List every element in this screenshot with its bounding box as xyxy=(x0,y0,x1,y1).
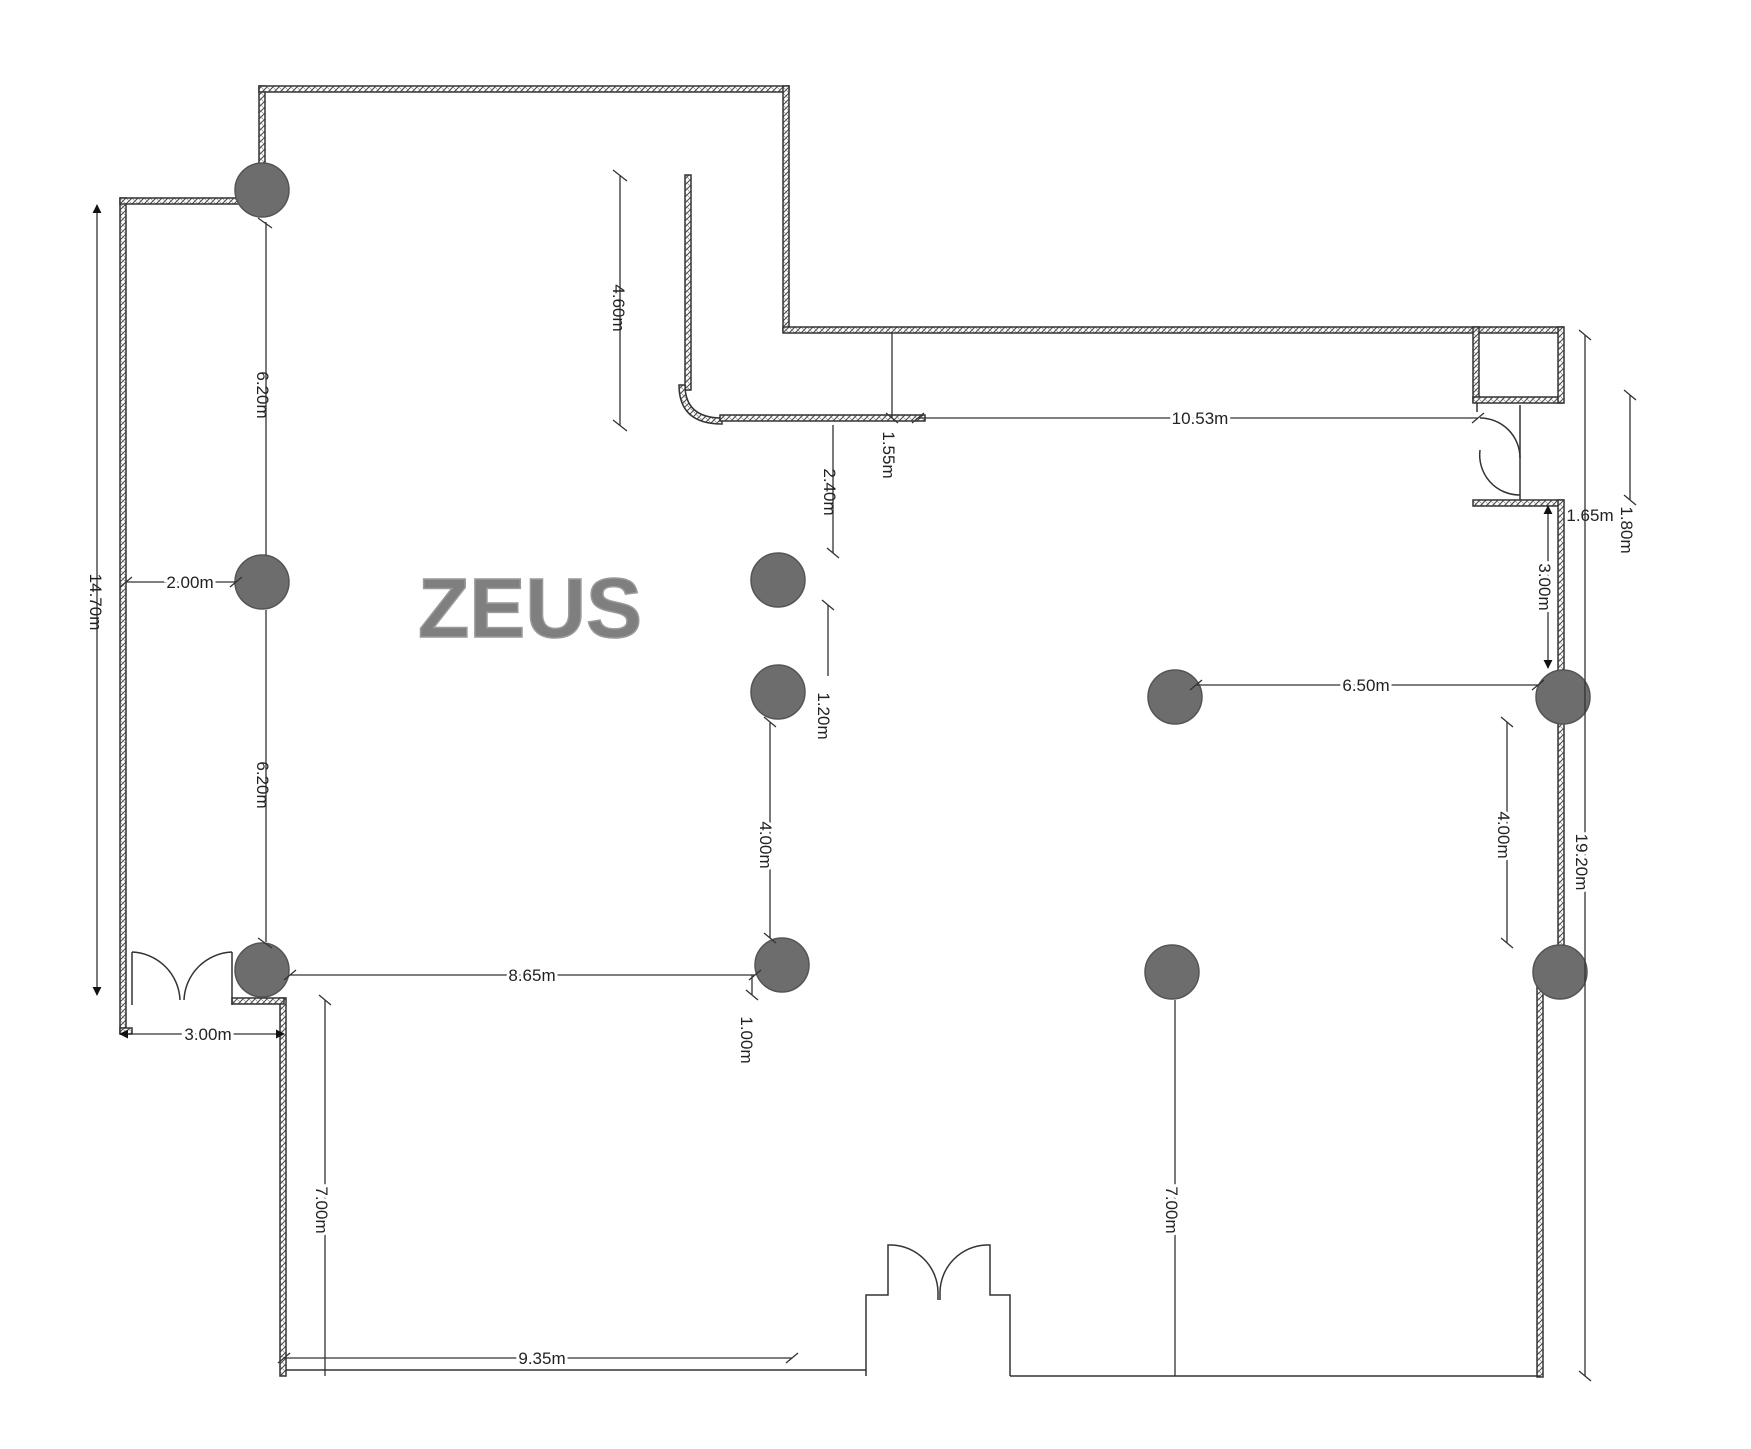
label-right-bay-depth: 7.00m xyxy=(1162,1186,1181,1233)
dim-line-right-upper xyxy=(1623,389,1637,506)
dimension-lines xyxy=(92,169,1637,1382)
dim-line-corridor-column xyxy=(826,425,840,559)
label-center-column-offset: 1.00m xyxy=(737,1016,756,1063)
walls xyxy=(119,85,1565,1378)
column xyxy=(234,162,290,218)
label-bottom-left-column-spacing: 6.20m xyxy=(253,761,272,808)
corridor-curve-wall xyxy=(678,384,723,425)
left-door-leaf-2 xyxy=(183,951,233,1005)
dim-line-front xyxy=(277,1352,799,1364)
label-right-door-to-column: 3.00m xyxy=(1535,563,1554,610)
label-left-overall-height: 14.70m xyxy=(86,574,105,631)
right-wall-upper xyxy=(1557,499,1565,971)
right-door-leaf-2 xyxy=(1478,449,1521,496)
column xyxy=(754,937,810,993)
lower-left-wall xyxy=(279,997,287,1377)
entrance-door-leaf-left xyxy=(891,1244,939,1300)
left-double-door xyxy=(131,951,233,1005)
left-wall xyxy=(119,197,127,1034)
dim-line-right-columns xyxy=(1500,716,1514,949)
dim-line-corridor-offset xyxy=(885,333,899,424)
label-corridor-wall-length: 4.60m xyxy=(609,284,628,331)
dim-line-corridor xyxy=(612,169,628,432)
label-front-width: 9.35m xyxy=(518,1349,565,1368)
front-wall xyxy=(286,1244,1540,1377)
label-right-column-span: 6.50m xyxy=(1342,676,1389,695)
dim-line-upper-span xyxy=(911,412,1485,424)
dim-line-right-span xyxy=(1189,679,1545,691)
plan-title: ZEUS xyxy=(418,561,642,655)
lower-left-step xyxy=(231,997,285,1005)
corridor-inner-wall xyxy=(684,174,692,391)
left-door-leaf-1 xyxy=(131,951,181,1005)
column xyxy=(1535,669,1591,725)
dim-line-left-bay xyxy=(283,969,762,981)
dimension-labels: 14.70m 6.20m 6.20m 2.00m 3.00m 4.60m 1.5… xyxy=(86,284,1636,1371)
column xyxy=(234,942,290,998)
dim-line-left-offset xyxy=(119,576,243,588)
right-wall-lower xyxy=(1536,969,1544,1378)
column xyxy=(1532,944,1588,1000)
dim-line-center-columns xyxy=(763,716,777,944)
upper-box-left xyxy=(1472,326,1480,403)
entrance-frame xyxy=(865,1244,1011,1376)
label-top-left-column-spacing: 6.20m xyxy=(253,371,272,418)
right-door xyxy=(1476,403,1521,500)
label-right-column-spacing: 4.00m xyxy=(1494,811,1513,858)
label-left-wall-offset: 2.00m xyxy=(166,573,213,592)
right-door-leaf-1 xyxy=(1479,417,1521,459)
right-door-jamb xyxy=(1476,403,1521,500)
label-right-upper-length: 1.80m xyxy=(1617,506,1636,553)
upper-box-bottom xyxy=(1472,396,1564,404)
dim-line-left-depth xyxy=(318,994,332,1376)
left-door-bottom xyxy=(119,1027,133,1035)
columns xyxy=(234,162,1591,1000)
dim-line-right-overall xyxy=(1578,329,1592,1382)
label-upper-span: 10.53m xyxy=(1172,409,1229,428)
column xyxy=(234,554,290,610)
label-right-door-width: 1.65m xyxy=(1566,506,1613,525)
upper-box-right xyxy=(1557,326,1565,404)
column xyxy=(750,664,806,720)
label-left-door-width: 3.00m xyxy=(184,1025,231,1044)
right-door-lintel xyxy=(1472,499,1564,507)
label-right-overall-height: 19.20m xyxy=(1572,834,1591,891)
label-center-column-gap: 1.20m xyxy=(814,692,833,739)
column xyxy=(1147,669,1203,725)
label-center-column-spacing: 4.00m xyxy=(756,821,775,868)
entrance-door-leaf-right xyxy=(939,1244,987,1300)
dim-line-center-gap xyxy=(821,599,835,676)
label-left-bay-span: 8.65m xyxy=(508,966,555,985)
label-corridor-offset: 1.55m xyxy=(879,431,898,478)
dim-line-left-columns xyxy=(257,217,273,949)
upper-corridor-wall xyxy=(782,326,1564,334)
column xyxy=(750,552,806,608)
column xyxy=(1144,944,1200,1000)
label-corridor-to-column: 2.40m xyxy=(820,468,839,515)
label-left-bay-depth: 7.00m xyxy=(312,1186,331,1233)
left-wing-top-wall-right xyxy=(782,85,790,332)
left-wing-roof-wall xyxy=(258,85,790,93)
dim-line-center-offset xyxy=(745,975,759,1001)
